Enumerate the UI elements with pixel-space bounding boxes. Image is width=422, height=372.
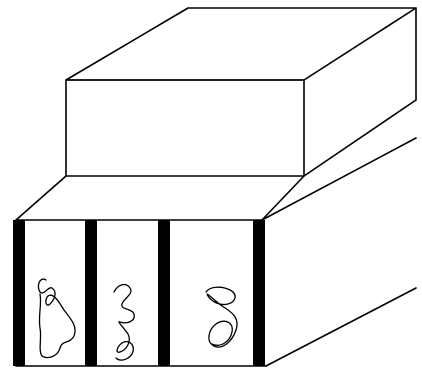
slab-right-edge	[261, 175, 305, 221]
panel-scribbles	[37, 278, 238, 361]
slab-left-edge	[15, 175, 67, 221]
top-box-top-face	[65, 7, 417, 81]
slab-far-right-bottom-edge	[265, 287, 417, 367]
panel-dividers	[13, 220, 265, 366]
top-box	[65, 7, 417, 177]
divider-bar-2	[85, 220, 97, 366]
top-box-front-face	[65, 79, 305, 177]
divider-bar-3	[158, 220, 170, 366]
base-slab	[15, 137, 417, 367]
divider-bar-1	[13, 220, 25, 366]
scribble-panel-1	[37, 278, 76, 359]
scribble-panel-3	[205, 286, 238, 348]
slab-far-right-top-edge	[261, 137, 417, 221]
top-box-lower-right-edge	[303, 99, 417, 177]
divider-bar-4	[253, 220, 265, 366]
scribble-panel-2	[113, 283, 135, 361]
